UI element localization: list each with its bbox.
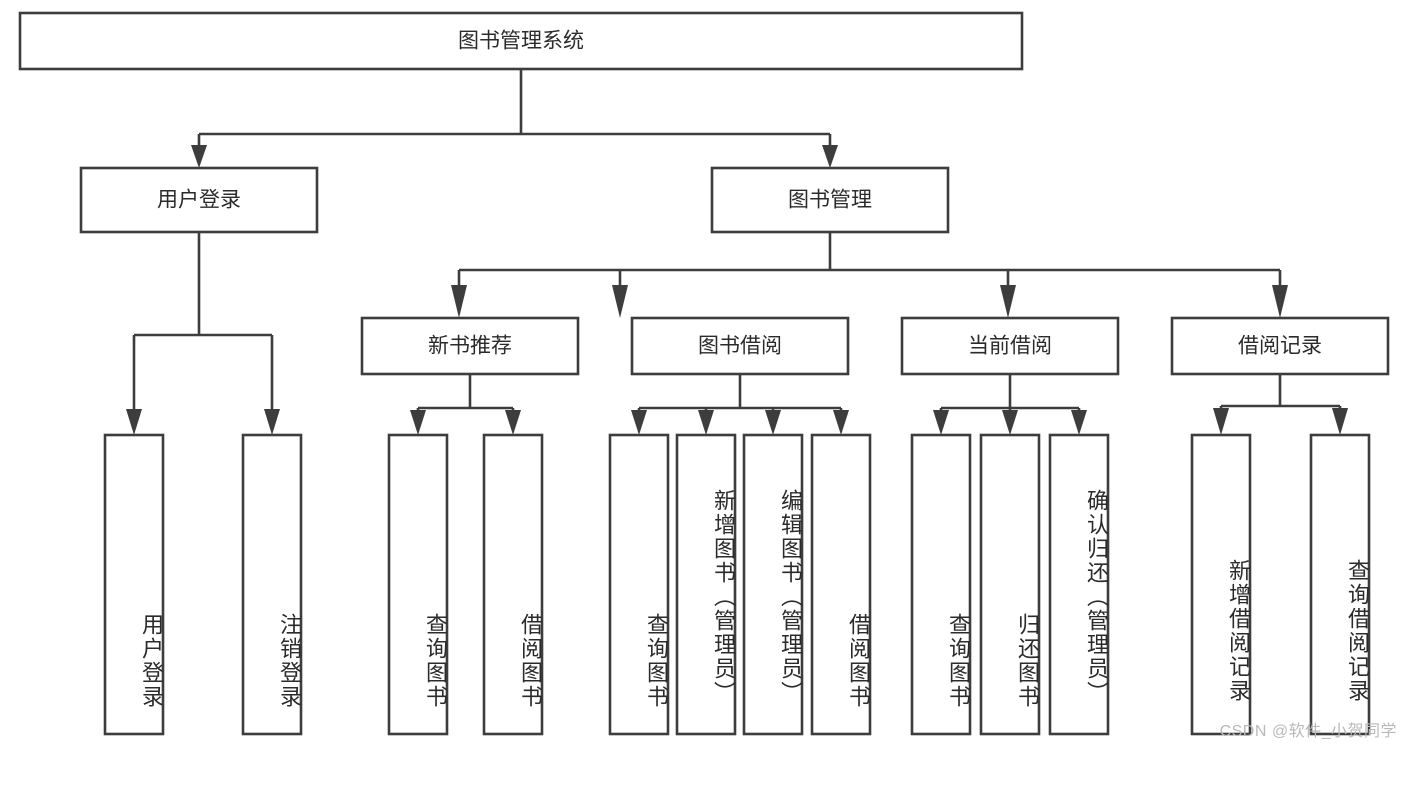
node-book-borrow[interactable]: [630, 316, 850, 376]
arrowhead-borrow-record: [1272, 285, 1288, 318]
csdn-watermark: CSDN @软件_小贺同学: [1219, 723, 1397, 740]
node-leaf-query-book-3[interactable]: [910, 433, 972, 736]
node-leaf-confirm-return[interactable]: [1048, 433, 1110, 736]
arrowhead-current-borrow: [1000, 285, 1016, 318]
arrowhead-leaf-confirm-return: [1071, 410, 1087, 435]
node-leaf-edit-book[interactable]: [742, 433, 804, 736]
arrowhead-leaf-query-book-1: [410, 410, 426, 435]
label-root: 图书管理系统: [458, 30, 584, 53]
arrowhead-leaf-user-login: [126, 409, 142, 435]
label-current-borrow: 当前借阅: [968, 335, 1052, 358]
arrowhead-leaf-query-book-3: [933, 410, 949, 435]
node-leaf-logout-login[interactable]: [241, 433, 303, 736]
arrowhead-leaf-query-record: [1332, 408, 1348, 435]
node-book-manage[interactable]: [710, 166, 950, 234]
system-structure-diagram: 图书管理系统 用户登录 图书管理 新书推荐 图书借阅 当前借阅 借阅记录: [18, 11, 1390, 736]
arrowhead-leaf-logout-login: [264, 409, 280, 435]
label-book-borrow: 图书借阅: [698, 335, 782, 358]
node-borrow-record[interactable]: [1170, 316, 1390, 376]
label-layer: 图书管理系统 用户登录 图书管理 新书推荐 图书借阅 当前借阅 借阅记录: [157, 30, 1322, 358]
arrowhead-book-borrow: [612, 285, 628, 318]
node-leaf-query-record[interactable]: [1309, 433, 1371, 736]
node-leaf-add-record[interactable]: [1190, 433, 1252, 736]
node-leaf-user-login[interactable]: [103, 433, 165, 736]
node-leaf-return-book[interactable]: [979, 433, 1041, 736]
arrowhead-leaf-return-book: [1002, 410, 1018, 435]
label-user-login: 用户登录: [157, 189, 241, 212]
arrowhead-leaf-borrow-book-1: [505, 410, 521, 435]
label-borrow-record: 借阅记录: [1238, 335, 1322, 358]
node-leaf-add-book[interactable]: [675, 433, 737, 736]
label-book-manage: 图书管理: [788, 189, 872, 212]
node-leaf-query-book-1[interactable]: [387, 433, 449, 736]
node-user-login[interactable]: [79, 166, 319, 234]
arrowhead-user-login: [191, 145, 207, 168]
arrowhead-leaf-add-book: [698, 410, 714, 435]
node-leaf-query-book-2[interactable]: [608, 433, 670, 736]
node-root[interactable]: [18, 11, 1024, 71]
node-layer: [18, 11, 1390, 736]
label-new-book-recommend: 新书推荐: [428, 335, 512, 358]
arrowhead-leaf-query-book-2: [631, 410, 647, 435]
arrowhead-new-book-recommend: [451, 285, 467, 318]
arrowhead-book-manage: [822, 145, 838, 168]
node-leaf-borrow-book-2[interactable]: [810, 433, 872, 736]
node-new-book-recommend[interactable]: [360, 316, 580, 376]
connector-layer: [126, 69, 1348, 435]
arrowhead-leaf-add-record: [1213, 408, 1229, 435]
arrowhead-leaf-edit-book: [765, 410, 781, 435]
arrowhead-leaf-borrow-book-2: [833, 410, 849, 435]
node-current-borrow[interactable]: [900, 316, 1120, 376]
node-leaf-borrow-book-1[interactable]: [482, 433, 544, 736]
